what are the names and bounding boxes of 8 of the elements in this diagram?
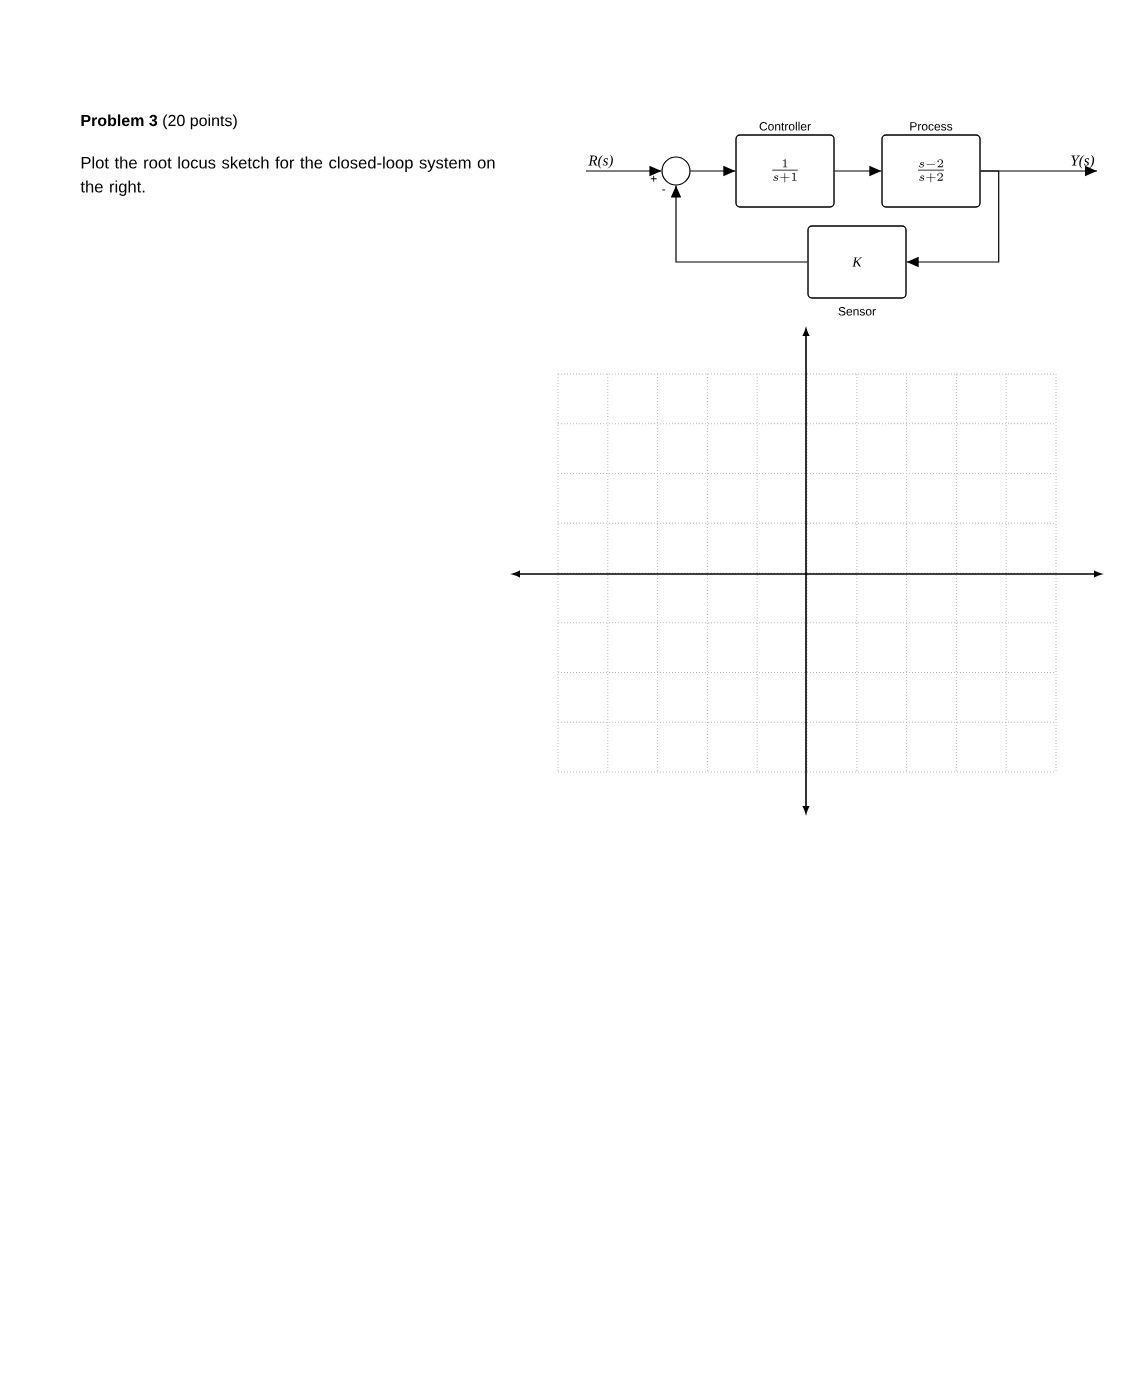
arrow bbox=[670, 185, 808, 263]
arrow bbox=[906, 170, 1000, 268]
arrow bbox=[585, 165, 662, 177]
arrow bbox=[690, 165, 736, 177]
instruction-text: Plot the root locus sketch for the closed-loop system on the right. bbox=[80, 156, 495, 196]
heading: Problem 3 (20 points) bbox=[81, 114, 237, 130]
summing-junction bbox=[661, 156, 691, 186]
arrow bbox=[834, 165, 882, 177]
